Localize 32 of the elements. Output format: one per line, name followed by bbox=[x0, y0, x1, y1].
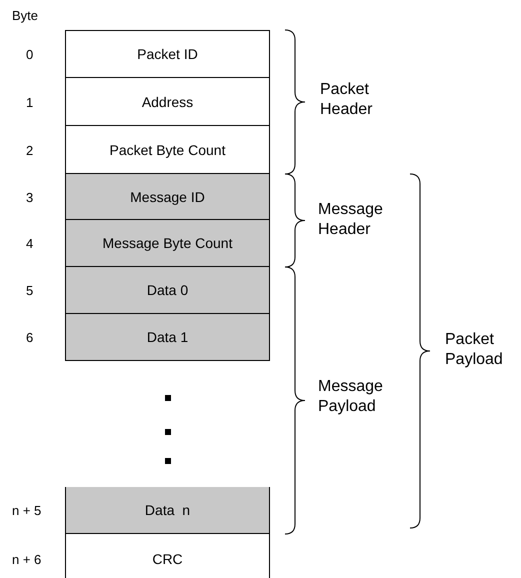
group-label: Message Payload bbox=[318, 377, 384, 417]
group-label: Packet Payload bbox=[445, 330, 504, 370]
byte-number: 5 bbox=[26, 283, 34, 298]
group-label: Message Header bbox=[318, 200, 384, 240]
byte-number: 1 bbox=[26, 95, 34, 110]
field-name: Message ID bbox=[130, 188, 205, 204]
field-name: CRC bbox=[152, 551, 183, 567]
field-name: Data 0 bbox=[146, 282, 188, 298]
byte-number: n + 6 bbox=[12, 552, 42, 567]
field-box bbox=[65, 174, 270, 220]
field-box bbox=[65, 78, 270, 126]
field-box bbox=[65, 220, 270, 267]
field-box bbox=[65, 30, 270, 78]
field-name: Address bbox=[142, 94, 194, 110]
field-box bbox=[65, 126, 270, 174]
column-heading: Byte bbox=[12, 8, 38, 23]
byte-number: 3 bbox=[26, 190, 34, 205]
byte-number: 6 bbox=[26, 330, 34, 345]
field-box bbox=[65, 487, 270, 534]
byte-number: 2 bbox=[26, 143, 34, 158]
byte-number: 0 bbox=[26, 47, 34, 62]
field-name: Packet ID bbox=[137, 46, 198, 62]
field-name: Message Byte Count bbox=[102, 235, 232, 251]
field-box bbox=[65, 267, 270, 314]
byte-number: 4 bbox=[26, 236, 34, 251]
byte-number: n + 5 bbox=[12, 503, 42, 518]
field-name: Data n bbox=[144, 502, 190, 518]
field-box bbox=[65, 534, 270, 578]
field-box bbox=[65, 314, 270, 361]
field-name: Data 1 bbox=[146, 329, 188, 345]
field-name: Packet Byte Count bbox=[110, 142, 226, 158]
group-label: Packet Header bbox=[320, 80, 374, 120]
